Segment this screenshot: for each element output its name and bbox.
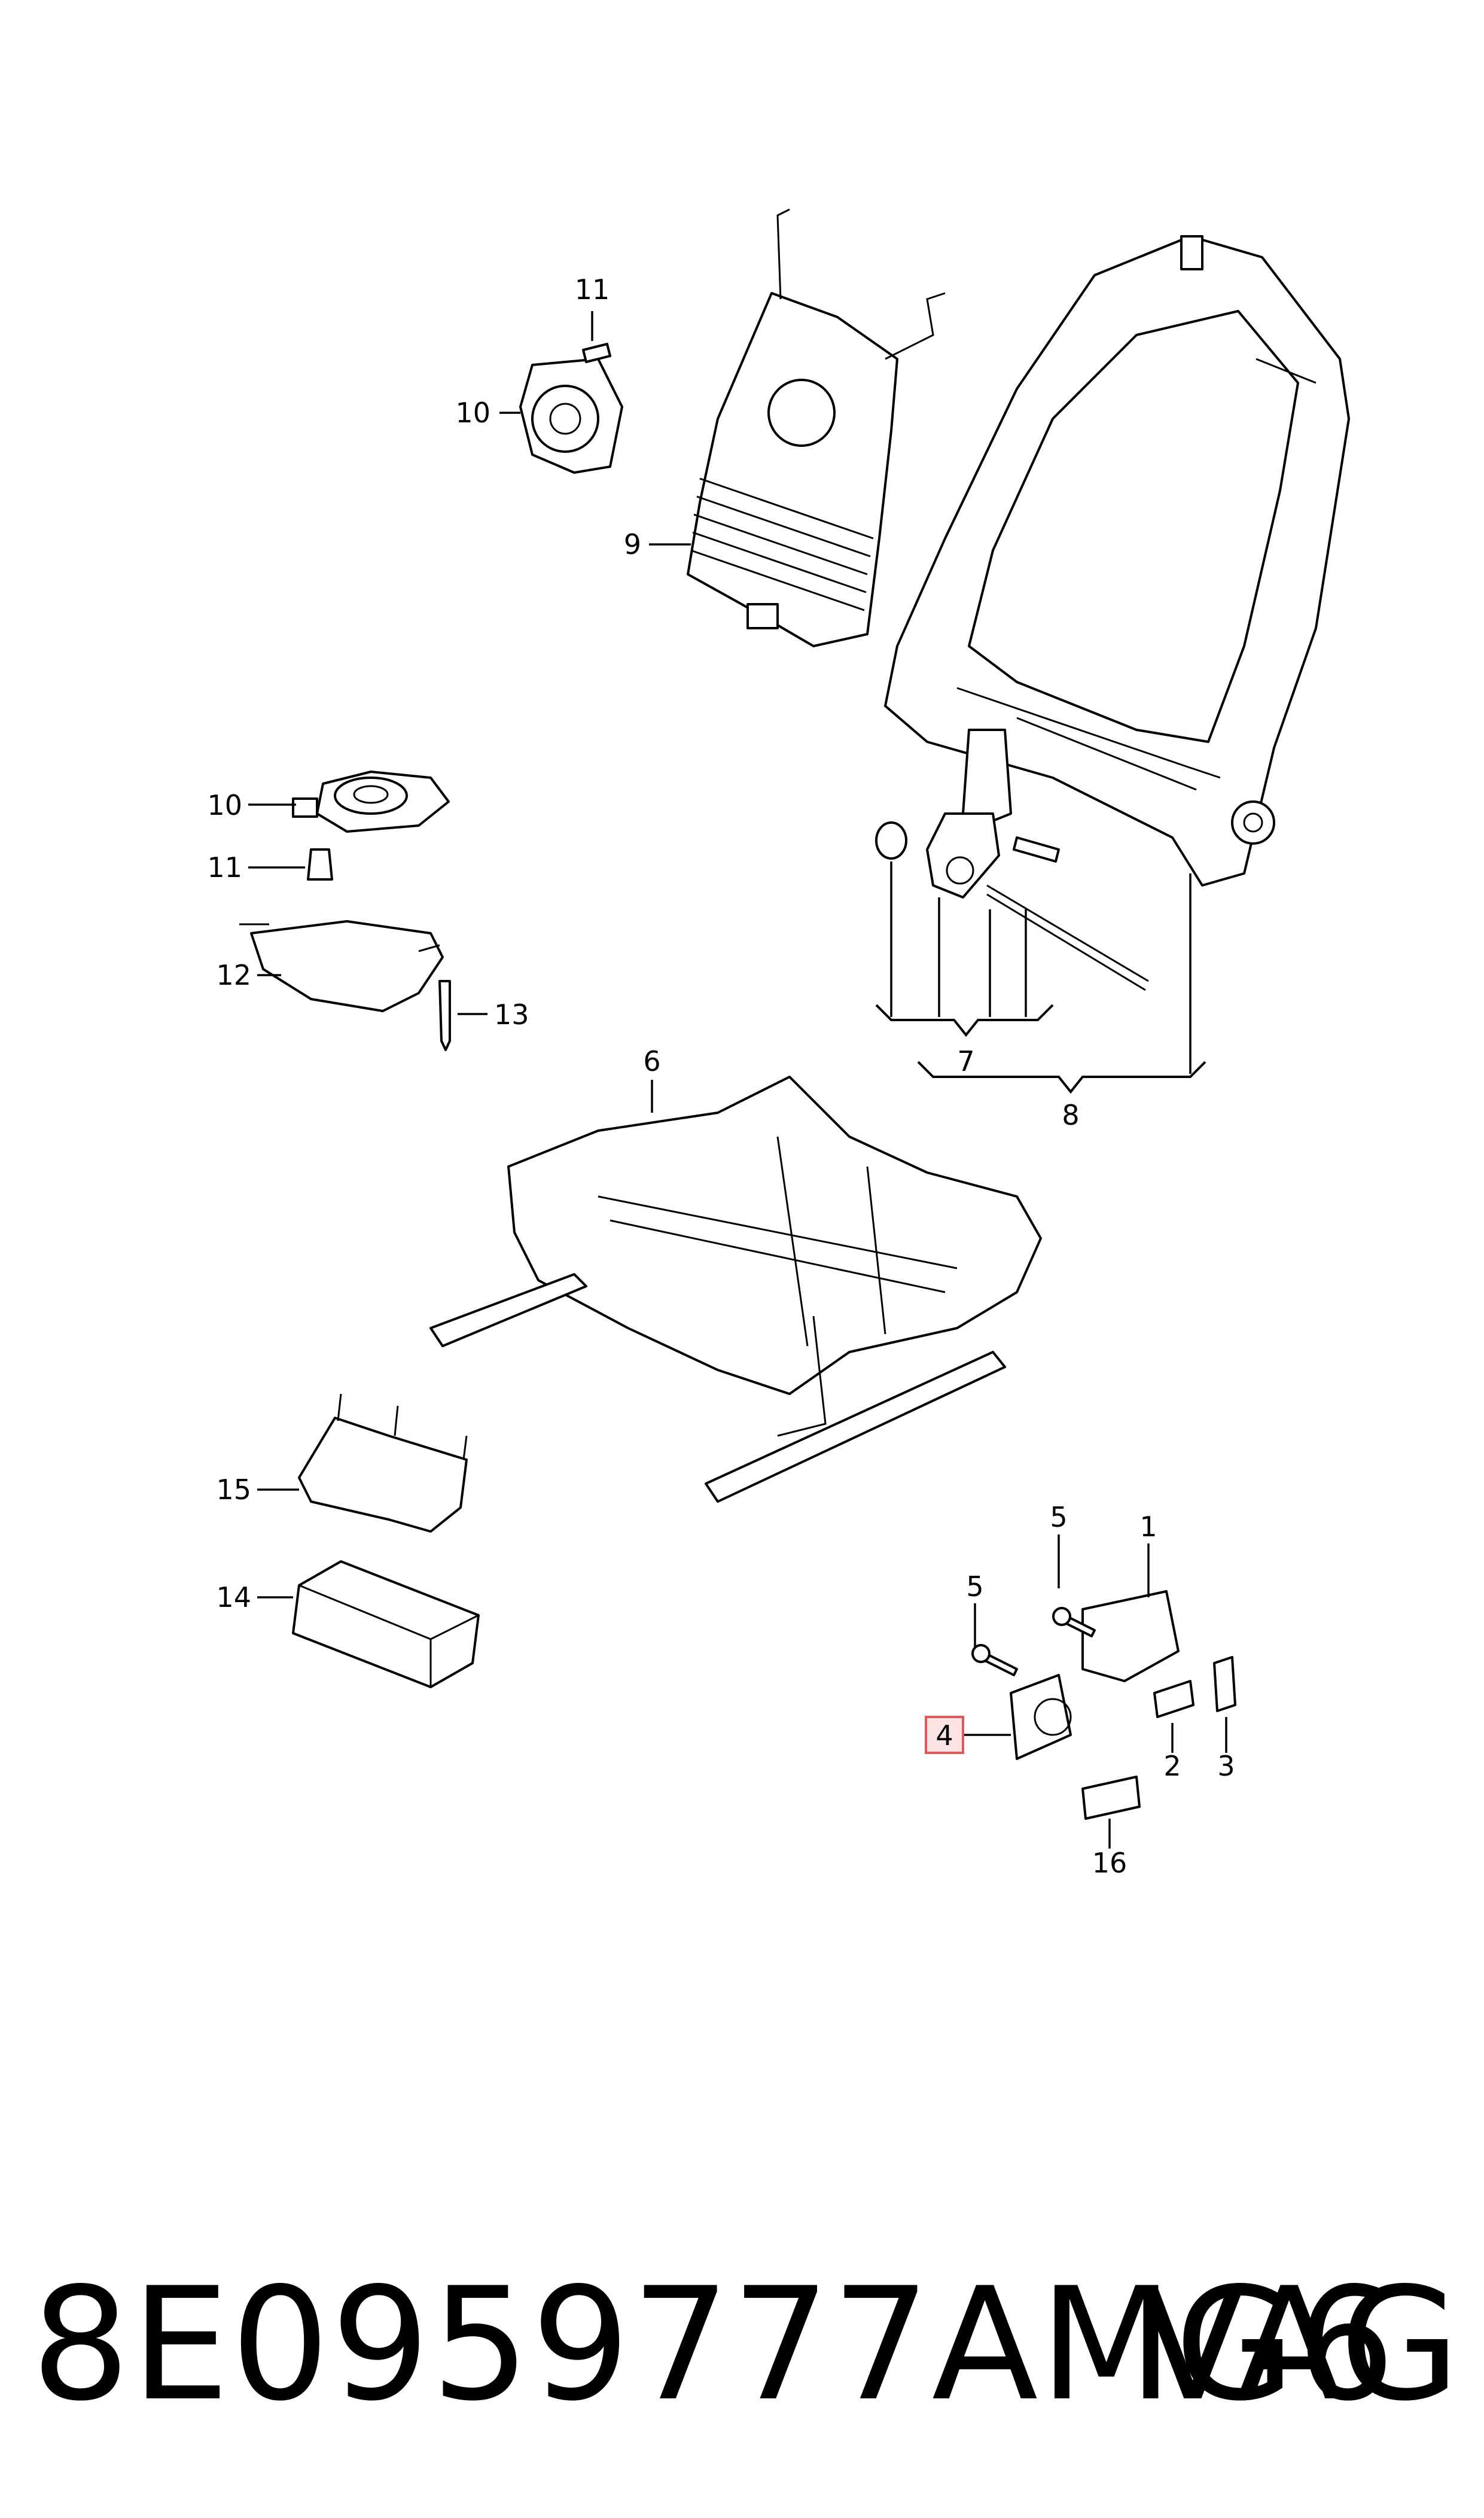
callout-11-upper: 11 xyxy=(575,273,610,306)
callout-15: 15 xyxy=(216,1473,251,1506)
seat-parts-diagram: 11 10 9 10 11 12 13 6 7 8 15 14 5 1 5 4 … xyxy=(207,208,1350,1879)
callout-12: 12 xyxy=(216,959,251,991)
switch-parts xyxy=(971,1590,1236,1820)
callout-14: 14 xyxy=(216,1581,251,1613)
callout-5-upper: 5 xyxy=(1050,1501,1067,1533)
upper-fan xyxy=(519,343,623,474)
callout-2: 2 xyxy=(1163,1750,1181,1782)
callout-labels: 11 10 9 10 11 12 13 6 7 8 15 14 5 1 5 4 … xyxy=(207,273,1235,1879)
brand-label: VAG xyxy=(1139,2255,1460,2435)
control-module xyxy=(292,1560,480,1688)
module-bracket xyxy=(298,1393,468,1533)
callout-5-lower: 5 xyxy=(966,1570,983,1603)
callout-8: 8 xyxy=(1062,1099,1079,1131)
callout-1: 1 xyxy=(1139,1511,1157,1543)
callout-13: 13 xyxy=(494,998,529,1031)
recliner-motor xyxy=(875,729,1149,991)
callout-4: 4 xyxy=(936,1719,953,1752)
callout-9: 9 xyxy=(624,528,641,561)
callout-3: 3 xyxy=(1217,1750,1235,1782)
fan-bracket xyxy=(239,920,451,1051)
leader-lines xyxy=(248,311,1227,1849)
seat-base-frame xyxy=(429,1076,1042,1503)
callout-7: 7 xyxy=(957,1045,974,1077)
backrest-frame xyxy=(884,235,1350,887)
callout-16: 16 xyxy=(1092,1847,1128,1879)
lower-fan xyxy=(292,771,450,881)
callout-11-lower: 11 xyxy=(207,851,242,884)
callout-10-upper: 10 xyxy=(455,397,490,429)
callout-6: 6 xyxy=(643,1045,660,1077)
part-number: 8E0959777AMG6 xyxy=(31,2255,1397,2435)
massage-plate xyxy=(687,208,946,647)
group-braces xyxy=(875,1004,1206,1094)
callout-10-lower: 10 xyxy=(207,789,242,821)
highlight-box-4 xyxy=(925,1716,964,1754)
